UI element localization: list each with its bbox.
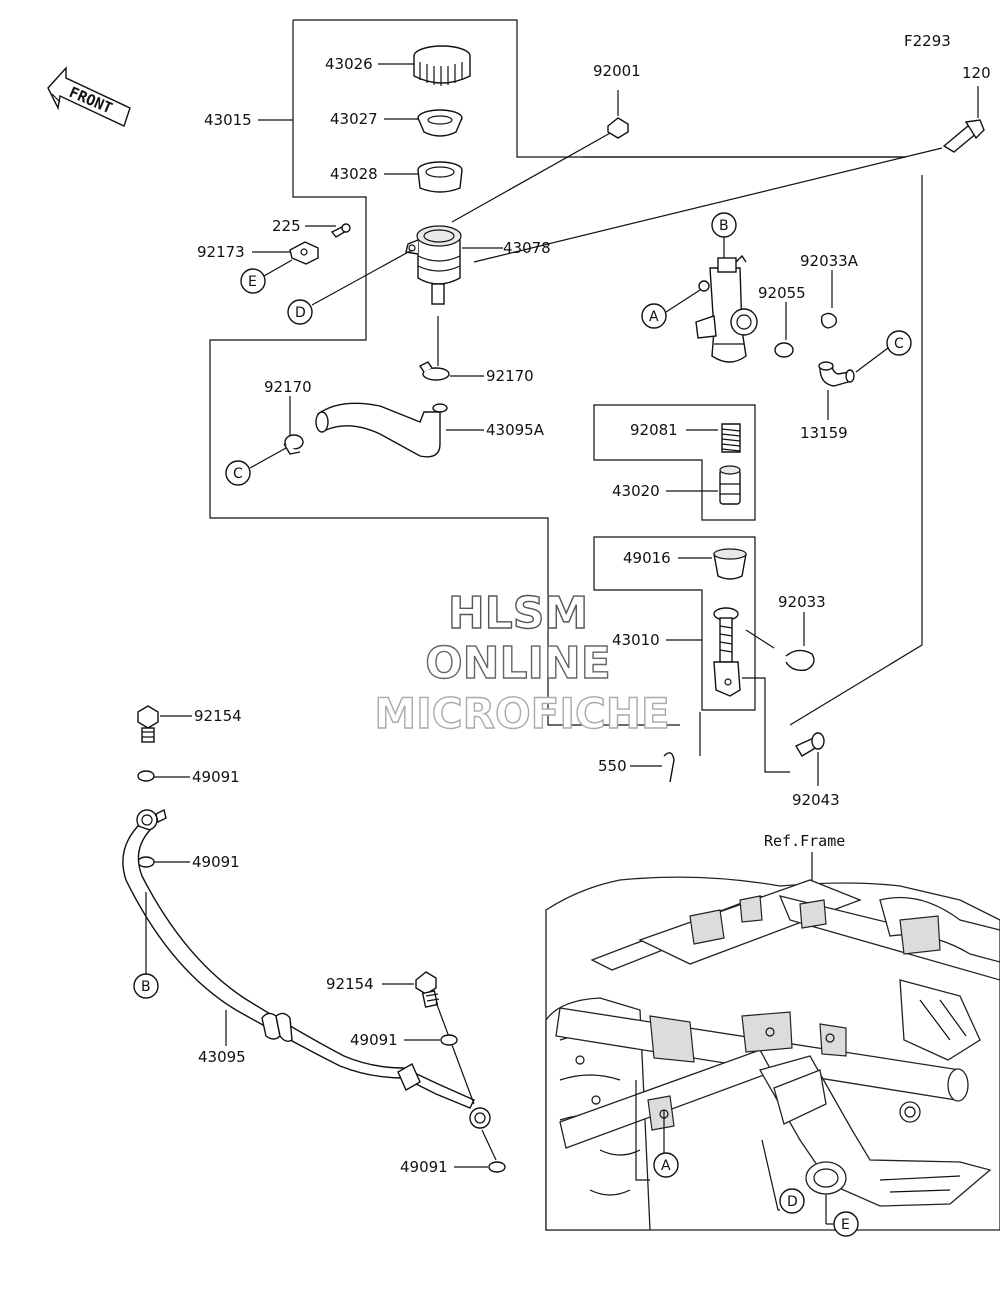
callout-circle-A-top <box>641 303 667 329</box>
label-92170-top: 92170 <box>486 367 534 385</box>
callout-A-frame: A <box>661 1158 671 1174</box>
label-120: 120 <box>962 64 991 82</box>
callout-E: E <box>248 274 257 290</box>
front-arrow-icon: FRONT <box>47 66 131 127</box>
washer-49091-c <box>440 1034 458 1046</box>
callout-B-top: B <box>719 218 729 234</box>
clutch-reservoir <box>405 225 462 305</box>
label-92170-left: 92170 <box>264 378 312 396</box>
callout-circle-B-top <box>711 212 737 238</box>
watermark-line-1: HLSM <box>448 588 588 639</box>
hose-clamp-top <box>418 361 450 381</box>
clutch-hose <box>122 825 491 1129</box>
bracket-92173 <box>289 241 319 265</box>
o-ring-92055 <box>774 342 794 358</box>
washer-49091-a <box>137 770 155 782</box>
label-43010: 43010 <box>612 631 660 649</box>
figure-code: F2293 <box>904 32 951 50</box>
frame-reference-drawing <box>545 876 1000 1231</box>
label-92043: 92043 <box>792 791 840 809</box>
label-92154-top: 92154 <box>194 707 242 725</box>
label-225: 225 <box>272 217 301 235</box>
clevis-pin-92043 <box>794 732 825 757</box>
banjo-bolt-bottom <box>415 971 440 1008</box>
label-92055: 92055 <box>758 284 806 302</box>
group-outline-lines <box>209 19 923 773</box>
label-43095: 43095 <box>198 1048 246 1066</box>
circlip-92033 <box>785 649 815 672</box>
washer-49091-d <box>488 1161 506 1173</box>
banjo-fitting-top <box>136 808 167 831</box>
reservoir-cap <box>413 45 471 86</box>
callout-circle-E-frame <box>833 1211 859 1237</box>
label-13159: 13159 <box>800 424 848 442</box>
callout-D: D <box>295 305 306 321</box>
label-43020: 43020 <box>612 482 660 500</box>
callout-B-bottom: B <box>141 979 151 995</box>
reservoir-hose <box>315 402 448 458</box>
label-49091-c: 49091 <box>350 1031 398 1049</box>
watermark-line-2: ONLINE <box>425 638 611 689</box>
master-cylinder-body <box>695 254 758 363</box>
banjo-bolt-top <box>137 705 159 743</box>
callout-circle-C-right <box>886 330 912 356</box>
piston-43020 <box>719 465 741 505</box>
spring-92081 <box>721 423 741 453</box>
callout-circle-C-left <box>225 460 251 486</box>
label-43015: 43015 <box>204 111 252 129</box>
callout-C-right: C <box>894 336 904 352</box>
hose-clamp-left <box>283 434 304 455</box>
dust-boot-49016 <box>713 548 747 580</box>
label-49091-b: 49091 <box>192 853 240 871</box>
watermark-line-3: MICROFICHE <box>374 689 669 738</box>
hose-fitting-13159 <box>818 361 855 387</box>
diaphragm <box>417 161 463 193</box>
washer-49091-b <box>137 856 155 868</box>
callout-circle-D <box>287 299 313 325</box>
bolt-92001 <box>607 90 629 139</box>
cotter-pin-550 <box>663 752 675 783</box>
callout-C-left: C <box>233 466 243 482</box>
label-49016: 49016 <box>623 549 671 567</box>
callout-circle-D-frame <box>779 1188 805 1214</box>
front-label: FRONT <box>66 83 115 117</box>
label-43026: 43026 <box>325 55 373 73</box>
label-92154-bottom: 92154 <box>326 975 374 993</box>
callout-circle-A-frame <box>653 1152 679 1178</box>
label-49091-d: 49091 <box>400 1158 448 1176</box>
label-43095A: 43095A <box>486 421 545 439</box>
label-49091-a: 49091 <box>192 768 240 786</box>
bolt-225 <box>330 223 351 238</box>
label-43078: 43078 <box>503 239 551 257</box>
callout-circle-B-bottom <box>133 973 159 999</box>
label-92173: 92173 <box>197 243 245 261</box>
label-43028: 43028 <box>330 165 378 183</box>
ref-frame-label: Ref.Frame <box>764 832 845 850</box>
circlip-92033A <box>820 312 838 329</box>
pushrod-43010 <box>713 607 741 697</box>
label-92033A: 92033A <box>800 252 859 270</box>
callout-A-top: A <box>649 309 659 325</box>
diaphragm-plate <box>417 109 463 137</box>
label-550: 550 <box>598 757 627 775</box>
callout-E-frame: E <box>841 1217 850 1233</box>
label-92033: 92033 <box>778 593 826 611</box>
bolt-120 <box>942 86 985 153</box>
label-92081: 92081 <box>630 421 678 439</box>
callout-circle-E <box>240 268 266 294</box>
callout-D-frame: D <box>787 1194 798 1210</box>
label-92001: 92001 <box>593 62 641 80</box>
label-43027: 43027 <box>330 110 378 128</box>
watermark: HLSM ONLINE MICROFICHE <box>374 587 671 738</box>
